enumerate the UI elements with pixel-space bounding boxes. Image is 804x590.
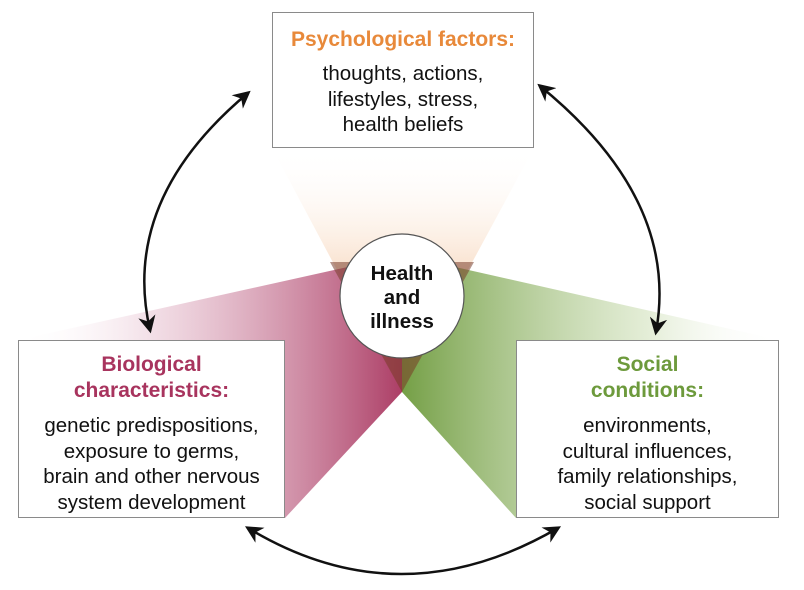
biological-line: system development bbox=[57, 490, 246, 514]
center-line: and bbox=[383, 286, 421, 309]
arrow-psych-bio bbox=[138, 90, 251, 334]
social-line: social support bbox=[584, 490, 711, 514]
biological-body: genetic predispositions, exposure to ger… bbox=[19, 413, 284, 515]
social-line: family relationships, bbox=[557, 465, 738, 488]
arrow-bio-social bbox=[245, 526, 562, 576]
social-body: environments, cultural influences, famil… bbox=[517, 413, 778, 515]
social-conditions-box: Social conditions: environments, cultura… bbox=[516, 340, 779, 518]
psychological-line: health beliefs bbox=[342, 113, 464, 136]
social-title: Social conditions: bbox=[517, 352, 778, 404]
arrow-psych-social bbox=[537, 83, 668, 336]
psychological-line: lifestyles, stress, bbox=[327, 87, 479, 111]
biological-line: brain and other nervous bbox=[43, 465, 260, 488]
biological-title-line: Biological bbox=[101, 353, 202, 376]
biological-title: Biological characteristics: bbox=[19, 352, 284, 404]
biological-line: genetic predispositions, bbox=[44, 414, 259, 437]
biological-title-line: characteristics: bbox=[73, 379, 230, 402]
center-line: Health bbox=[370, 262, 434, 285]
psychological-factors-box: Psychological factors: thoughts, actions… bbox=[272, 12, 534, 148]
social-title-line: Social bbox=[616, 353, 679, 376]
psychological-line: thoughts, actions, bbox=[322, 62, 484, 85]
biological-line: exposure to germs, bbox=[63, 439, 240, 463]
social-title-line: conditions: bbox=[590, 379, 705, 402]
biological-characteristics-box: Biological characteristics: genetic pred… bbox=[18, 340, 285, 518]
psychological-title: Psychological factors: bbox=[290, 28, 516, 51]
center-line: illness bbox=[370, 310, 434, 333]
center-circle bbox=[339, 233, 465, 359]
social-line: environments, bbox=[583, 414, 712, 437]
center-label: Health and illness bbox=[340, 262, 464, 334]
social-line: cultural influences, bbox=[562, 439, 733, 463]
psychological-body: thoughts, actions, lifestyles, stress, h… bbox=[273, 61, 533, 138]
